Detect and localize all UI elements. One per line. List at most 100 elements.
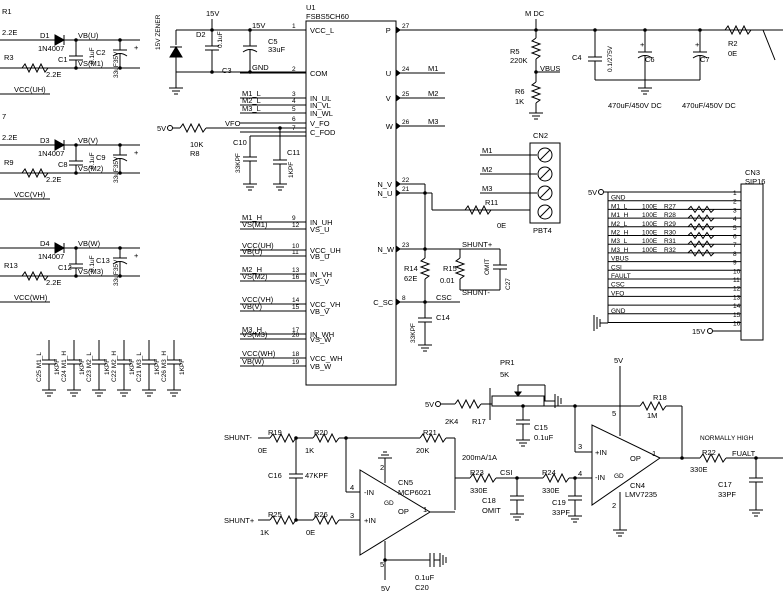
bs-rbot-ref: R3 xyxy=(4,53,14,62)
c14-ref: C14 xyxy=(436,313,450,322)
csi-net: CSI xyxy=(500,468,513,477)
supply-rail-label: 15V xyxy=(206,9,219,18)
cn3-pin-5-res-value: 100E xyxy=(642,221,658,228)
bs-rbot-ref: R13 xyxy=(4,261,18,270)
u1-left-pin-5-num: 5 xyxy=(292,106,296,113)
w-out-net: M3 xyxy=(428,117,438,126)
u1-left-pin-9-num: 9 xyxy=(292,215,296,222)
cn5-gnd-label: GD xyxy=(384,500,394,507)
cn4-gnd-label: GD xyxy=(614,473,624,480)
r25-value: 1K xyxy=(260,528,269,537)
bs-cap-b-plus: + xyxy=(134,251,139,260)
u1-left-pin-2-name: COM xyxy=(310,69,328,78)
u1-left-pin-15-net: VB(V) xyxy=(242,302,263,311)
bs-rtop-ref: R1 xyxy=(2,7,12,16)
c18-value: OMIT xyxy=(482,506,501,515)
cn3-pin-16-num: 16 xyxy=(733,321,741,328)
c19-value: 33PF xyxy=(552,508,570,517)
cn3-pin-15-net: GND xyxy=(611,308,626,315)
u-out-net: M1 xyxy=(428,64,438,73)
cn5-pin5: 5 xyxy=(380,560,384,569)
cn3-ref: CN3 xyxy=(745,168,760,177)
cn3-pin1-supply: 5V xyxy=(588,188,597,197)
r11-ref: R11 xyxy=(485,198,498,207)
cn3-pin-5-res xyxy=(687,222,715,231)
bs-vs-net: VS(M2) xyxy=(78,164,104,173)
cn2-net-label: M2 xyxy=(482,165,492,174)
cn5-pin3: 3 xyxy=(350,511,354,520)
r23-ref: R23 xyxy=(470,468,484,477)
cn3-pin-5-net: M2_L xyxy=(611,221,628,228)
filter-cap-value: 1KPF xyxy=(154,359,161,375)
bs-rtop-ref: 7 xyxy=(2,112,6,121)
u1-left-pin-20-net: VS(M3) xyxy=(242,330,268,339)
cn3-pin-10-net: CSI xyxy=(611,264,622,271)
r18-value: 1M xyxy=(647,411,657,420)
zener-label: 15V ZENER xyxy=(155,14,162,50)
bs-diode-ref: D1 xyxy=(40,31,50,40)
comparator-note: NORMALLY HIGH xyxy=(700,435,754,442)
cn3-pin16-supply: 15V xyxy=(692,327,705,336)
fo-supply: 5V xyxy=(157,124,166,133)
bs-rbot-value: 2.2E xyxy=(46,70,61,79)
amp-shunt-minus: SHUNT- xyxy=(224,433,252,442)
bs-cap-a-ref: C8 xyxy=(58,160,68,169)
cn4-pin5: 5 xyxy=(612,409,616,418)
u1-left-pin-18-num: 18 xyxy=(292,351,300,358)
u1-right-pin-24-num: 24 xyxy=(402,66,410,73)
r17-ref: R17 xyxy=(472,417,486,426)
u1-left-pin-4-name: IN_VL xyxy=(310,101,331,110)
c18-ref: C18 xyxy=(482,496,496,505)
u1-left-pin-6-name: V_FO xyxy=(310,119,330,128)
u1-left-pin-16-num: 16 xyxy=(292,274,300,281)
u1-right-pin-22-name: N_V xyxy=(377,180,392,189)
u1-left-pin-3-net: M1_L xyxy=(242,89,261,98)
u1-left-pin-14-net: VCC(VH) xyxy=(242,295,274,304)
cn3-pin-7-res-value: 100E xyxy=(642,238,658,245)
u1-left-pin-6-num: 6 xyxy=(292,116,296,123)
u1-ref: U1 xyxy=(306,3,316,12)
bs-vcc-net: VCC(WH) xyxy=(14,293,48,302)
r17-value: 2K4 xyxy=(445,417,458,426)
u1-left-pin-14-num: 14 xyxy=(292,297,300,304)
c20-value: 0.1uF xyxy=(415,573,435,582)
u1-left-pin-19-net: VB(W) xyxy=(242,357,265,366)
r5-value: 220K xyxy=(510,56,528,65)
c15-ref: C15 xyxy=(534,423,548,432)
comparator: PR1 5K 5V 2K4 R17 C15 0.1uF xyxy=(425,356,783,537)
c17-ref: C17 xyxy=(718,480,732,489)
cn3-pin-9-net: VBUS xyxy=(611,256,629,263)
r21-ref: R21 xyxy=(423,428,437,437)
cn3-pin-6-res xyxy=(687,231,715,240)
bs-cap-b-ref: C2 xyxy=(96,48,106,57)
cn3-pin-5-num: 5 xyxy=(733,225,737,232)
filter-cap-value: 1KPF xyxy=(179,359,186,375)
u1-left-pin-13-num: 13 xyxy=(292,267,300,274)
cn4-plus-in: +IN xyxy=(595,448,607,457)
shunt-minus-net: SHUNT- xyxy=(462,288,490,297)
cn2-part: PBT4 xyxy=(533,226,552,235)
r20-value: 1K xyxy=(305,446,314,455)
bs-vcc-net: VCC(VH) xyxy=(14,190,46,199)
filter-cap-ref: C26 M3_H xyxy=(161,351,168,382)
cn3-pin-11-net: FAULT xyxy=(611,273,631,280)
u1-right-pin-27-name: P xyxy=(386,26,391,35)
cn3-pin-8-res xyxy=(687,248,715,257)
c4-ref: C4 xyxy=(572,53,582,62)
d2-ref: D2 xyxy=(196,30,206,39)
c16-ref: C16 xyxy=(268,471,282,480)
bootstrap-3: D41N4007VB(W)0.1uFC12+33uF35VC13VS(M3)R1… xyxy=(0,239,140,303)
bs-rbot-value: 2.2E xyxy=(46,175,61,184)
u1-left-pin-11-num: 11 xyxy=(292,249,299,256)
cn3-pin-12-num: 12 xyxy=(733,286,741,293)
c15-value: 0.1uF xyxy=(534,433,554,442)
u1-right-pin-8-num: 8 xyxy=(402,295,406,302)
u1-left-pin-12-num: 12 xyxy=(292,222,300,229)
u1-left-pin-19-num: 19 xyxy=(292,359,300,366)
